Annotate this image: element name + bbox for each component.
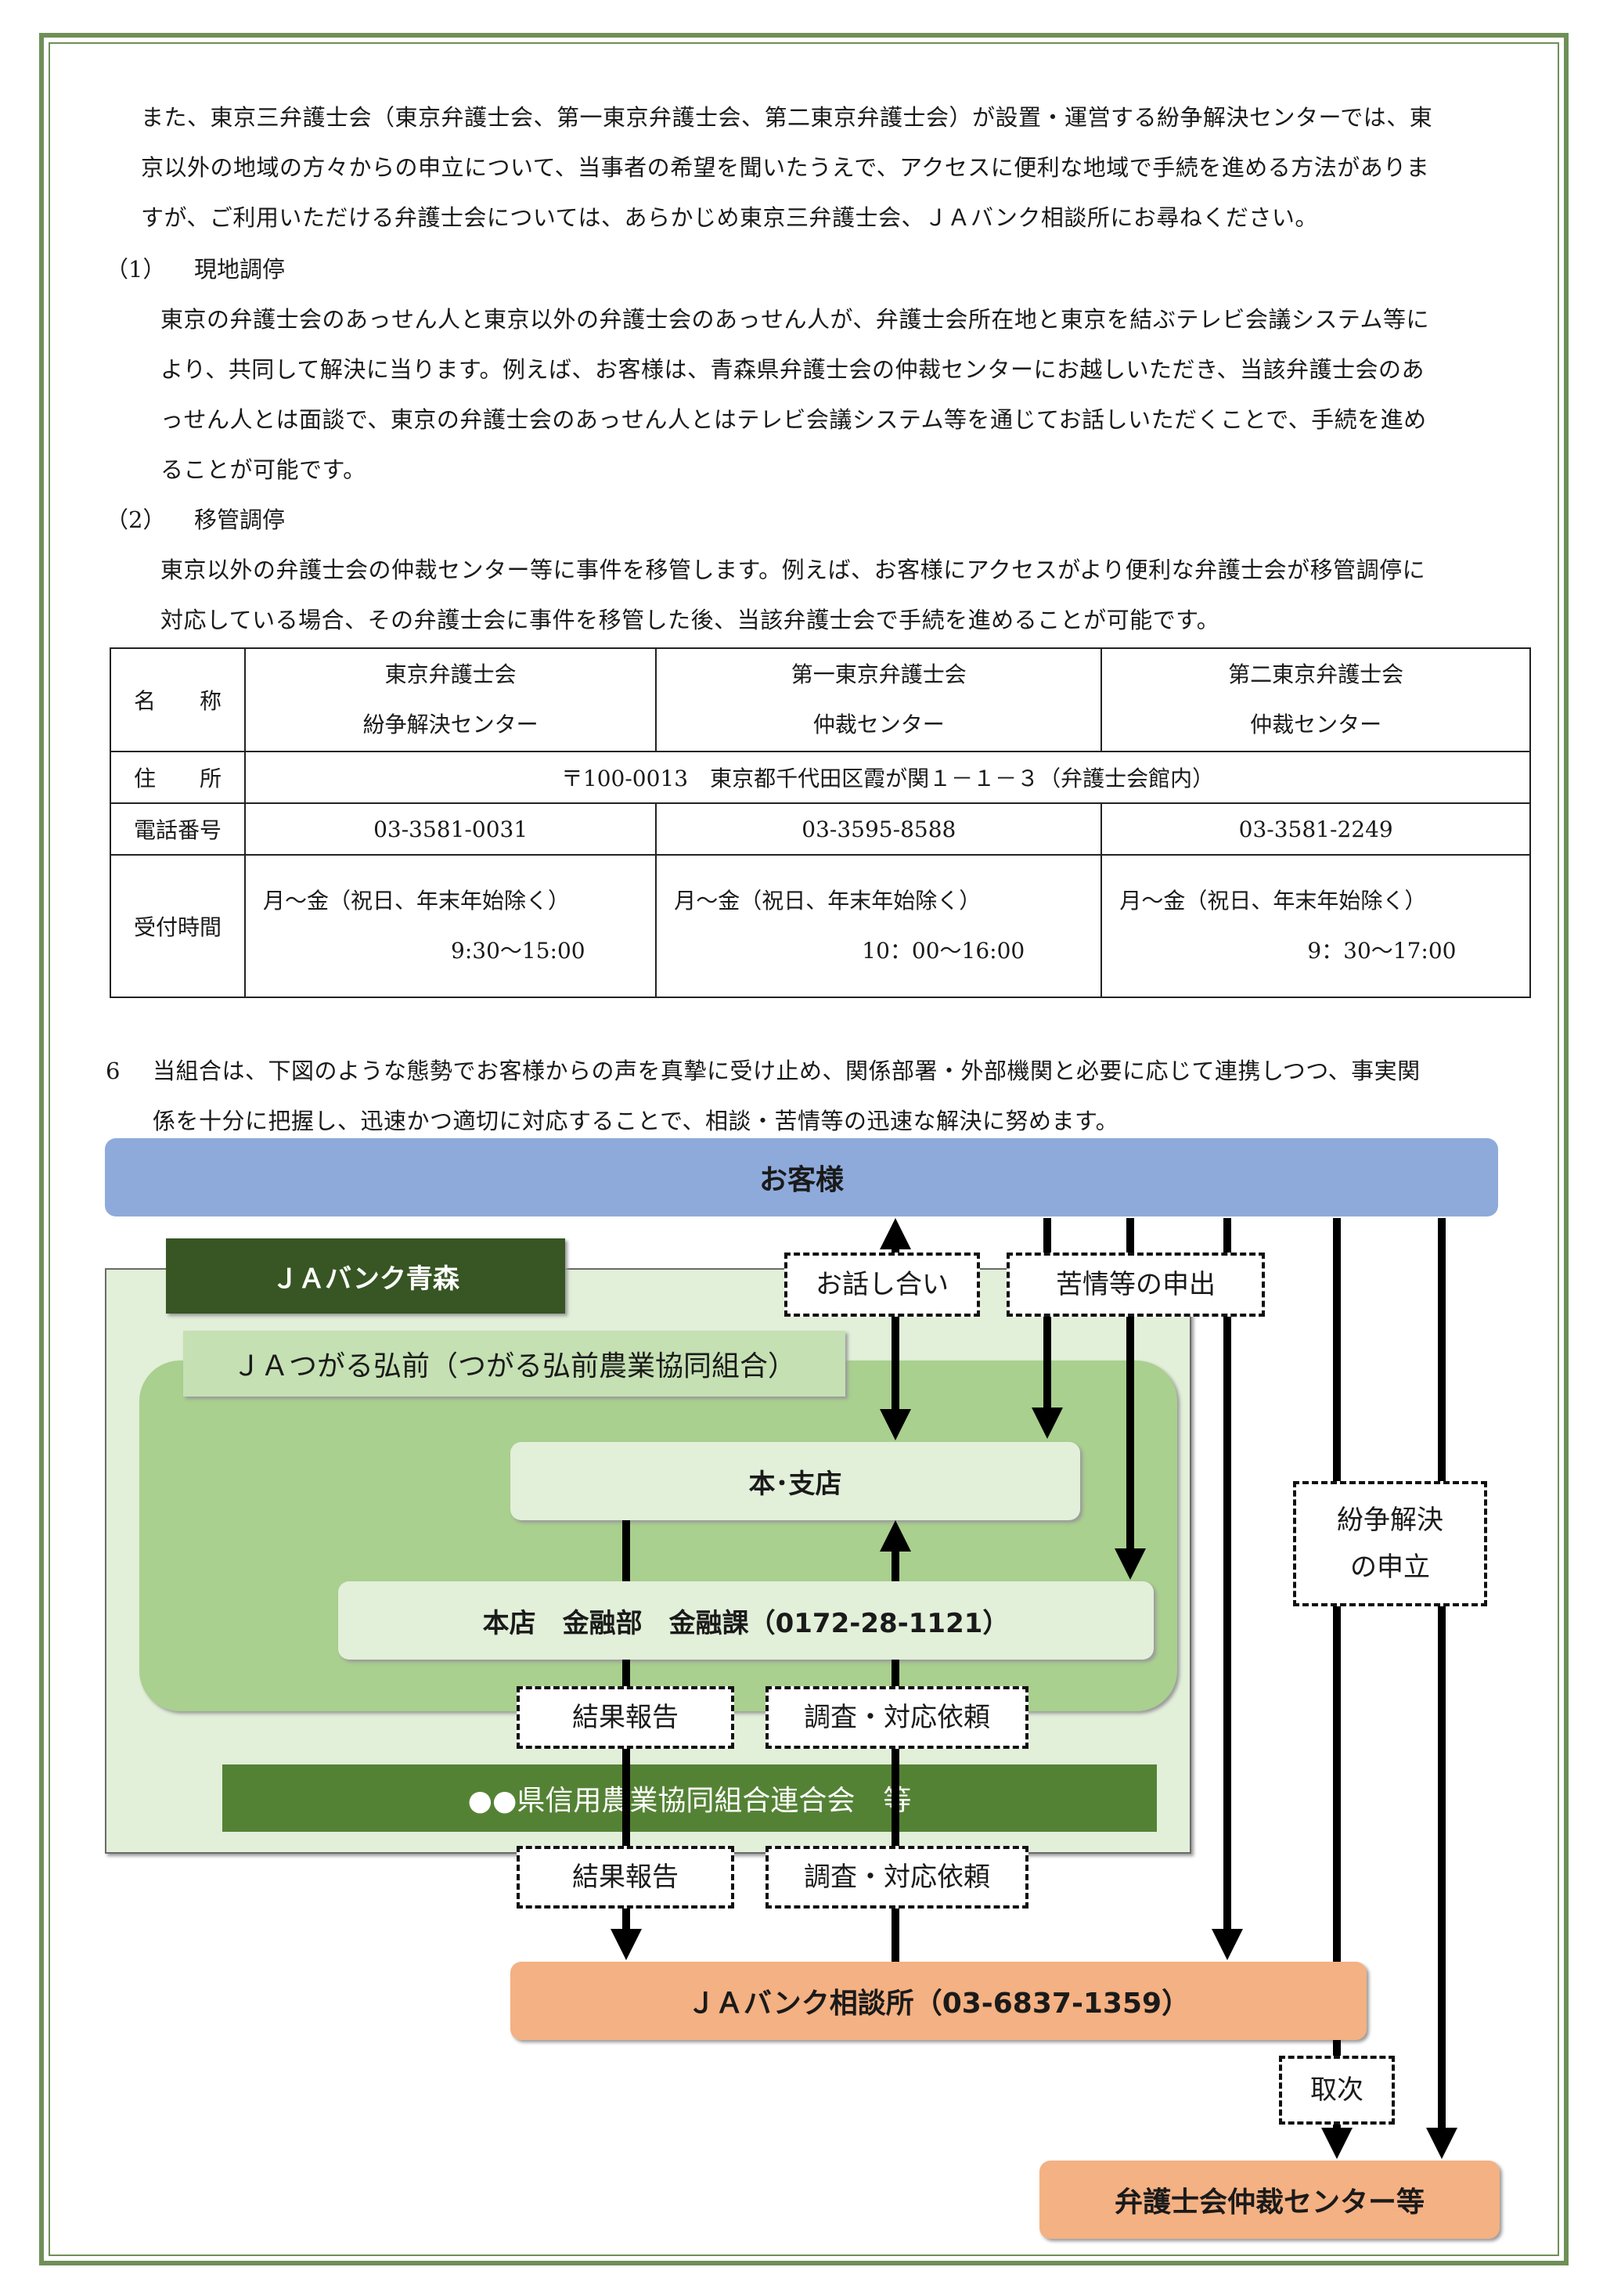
intro-line-3: すが、ご利用いただける弁護士会については、あらかじめ東京三弁護士会、ＪＡバンク相…	[141, 204, 1318, 231]
org1-time: 9:30～15:00	[451, 938, 585, 964]
section2-line-1: 東京以外の弁護士会の仲裁センター等に事件を移管します。例えば、お客様にアクセスが…	[160, 557, 1426, 583]
org1-days: 月～金（祝日、年末年始除く）	[263, 888, 571, 914]
federation-bar: ●●県信用農業協同組合連合会 等	[222, 1764, 1157, 1832]
table-row-phone: 電話番号 03-3581-0031 03-3595-8588 03-3581-2…	[110, 802, 1531, 856]
section1-number: （1）	[106, 256, 166, 283]
org2-phone: 03-3595-8588	[655, 802, 1103, 856]
section2-line-2: 対応している場合、その弁護士会に事件を移管した後、当該弁護士会で手続を進めること…	[160, 607, 1220, 633]
org2-time: 10：00～16:00	[862, 938, 1025, 964]
label-complaint: 苦情等の申出	[1007, 1253, 1265, 1317]
head-office-box: 本店 金融部 金融課（0172-28-1121）	[338, 1581, 1154, 1660]
label-forward: 取次	[1279, 2056, 1395, 2125]
org3-name-line1: 第二東京弁護士会	[1228, 661, 1404, 687]
label-name: 名 称	[110, 647, 246, 752]
section1-line-1: 東京の弁護士会のあっせん人と東京以外の弁護士会のあっせん人が、弁護士会所在地と東…	[160, 306, 1430, 333]
section1-line-2: より、共同して解決に当ります。例えば、お客様は、青森県弁護士会の仲裁センターにお…	[160, 356, 1425, 383]
org2-name-line2: 仲裁センター	[812, 712, 945, 737]
branch-box: 本･支店	[510, 1442, 1080, 1520]
label-phone: 電話番号	[110, 802, 246, 856]
arbitration-center-table: 名 称 東京弁護士会紛争解決センター 第一東京弁護士会仲裁センター 第二東京弁護…	[110, 647, 1531, 998]
label-hours: 受付時間	[110, 854, 246, 998]
org1-phone: 03-3581-0031	[243, 802, 657, 856]
org2-name: 第一東京弁護士会仲裁センター	[655, 647, 1103, 752]
section2-number: （2）	[106, 506, 166, 533]
org3-time: 9：30～17:00	[1307, 938, 1457, 964]
org2-hours: 月～金（祝日、年末年始除く） 10：00～16:00	[655, 854, 1103, 998]
section6-number: 6	[106, 1058, 121, 1084]
org3-name: 第二東京弁護士会仲裁センター	[1100, 647, 1531, 752]
org3-days: 月～金（祝日、年末年始除く）	[1119, 888, 1427, 914]
intro-line-2: 京以外の地域の方々からの申立について、当事者の希望を聞いたうえで、アクセスに便利…	[141, 154, 1430, 181]
table-row-name: 名 称 東京弁護士会紛争解決センター 第一東京弁護士会仲裁センター 第二東京弁護…	[110, 647, 1531, 752]
ja-bank-consultation-box: ＪＡバンク相談所（03-6837-1359）	[510, 1962, 1367, 2040]
section1-title: 現地調停	[194, 256, 286, 283]
ja-tsugaru-label: ＪＡつがる弘前（つがる弘前農業協同組合）	[183, 1331, 845, 1397]
label-talk: お話し合い	[784, 1253, 980, 1317]
label-request-2: 調査・対応依頼	[765, 1846, 1028, 1909]
label-dispute: 紛争解決 の申立	[1293, 1481, 1487, 1606]
section1-line-4: ることが可能です。	[160, 456, 366, 483]
table-row-address: 住 所 〒100-0013 東京都千代田区霞が関１－１－３（弁護士会館内）	[110, 751, 1531, 804]
section2-title: 移管調停	[194, 506, 286, 533]
label-address: 住 所	[110, 751, 246, 804]
ja-bank-aomori-label: ＪＡバンク青森	[166, 1238, 565, 1314]
label-result-2: 結果報告	[517, 1846, 734, 1909]
address-value: 〒100-0013 東京都千代田区霞が関１－１－３（弁護士会館内）	[244, 751, 1531, 804]
org3-name-line2: 仲裁センター	[1250, 712, 1382, 737]
intro-line-1: また、東京三弁護士会（東京弁護士会、第一東京弁護士会、第二東京弁護士会）が設置・…	[141, 104, 1433, 131]
label-dispute-line1: 紛争解決	[1337, 1505, 1443, 1536]
org1-name-line2: 紛争解決センター	[362, 712, 539, 737]
page-border-outer	[39, 33, 1569, 2265]
label-dispute-line2: の申立	[1350, 1552, 1430, 1583]
label-result-1: 結果報告	[517, 1686, 734, 1749]
table-row-hours: 受付時間 月～金（祝日、年末年始除く） 9:30～15:00 月～金（祝日、年末年…	[110, 854, 1531, 998]
customer-bar: お客様	[105, 1138, 1498, 1216]
org1-hours: 月～金（祝日、年末年始除く） 9:30～15:00	[243, 854, 657, 998]
org3-phone: 03-3581-2249	[1100, 802, 1531, 856]
section6-line-1: 当組合は、下図のような態勢でお客様からの声を真摯に受け止め、関係部署・外部機関と…	[153, 1058, 1421, 1084]
org1-name-line1: 東京弁護士会	[384, 661, 517, 687]
section1-line-3: っせん人とは面談で、東京の弁護士会のあっせん人とはテレビ会議システム等を通じてお…	[160, 406, 1427, 433]
page-border-inner	[49, 42, 1559, 2256]
org1-name: 東京弁護士会紛争解決センター	[243, 647, 657, 752]
org3-hours: 月～金（祝日、年末年始除く） 9：30～17:00	[1100, 854, 1531, 998]
bar-arbitration-center-box: 弁護士会仲裁センター等	[1039, 2161, 1500, 2239]
label-request-1: 調査・対応依頼	[765, 1686, 1028, 1749]
org2-days: 月～金（祝日、年末年始除く）	[674, 888, 982, 914]
org2-name-line1: 第一東京弁護士会	[791, 661, 967, 687]
section6-line-2: 係を十分に把握し、迅速かつ適切に対応することで、相談・苦情等の迅速な解決に努めま…	[153, 1108, 1119, 1134]
